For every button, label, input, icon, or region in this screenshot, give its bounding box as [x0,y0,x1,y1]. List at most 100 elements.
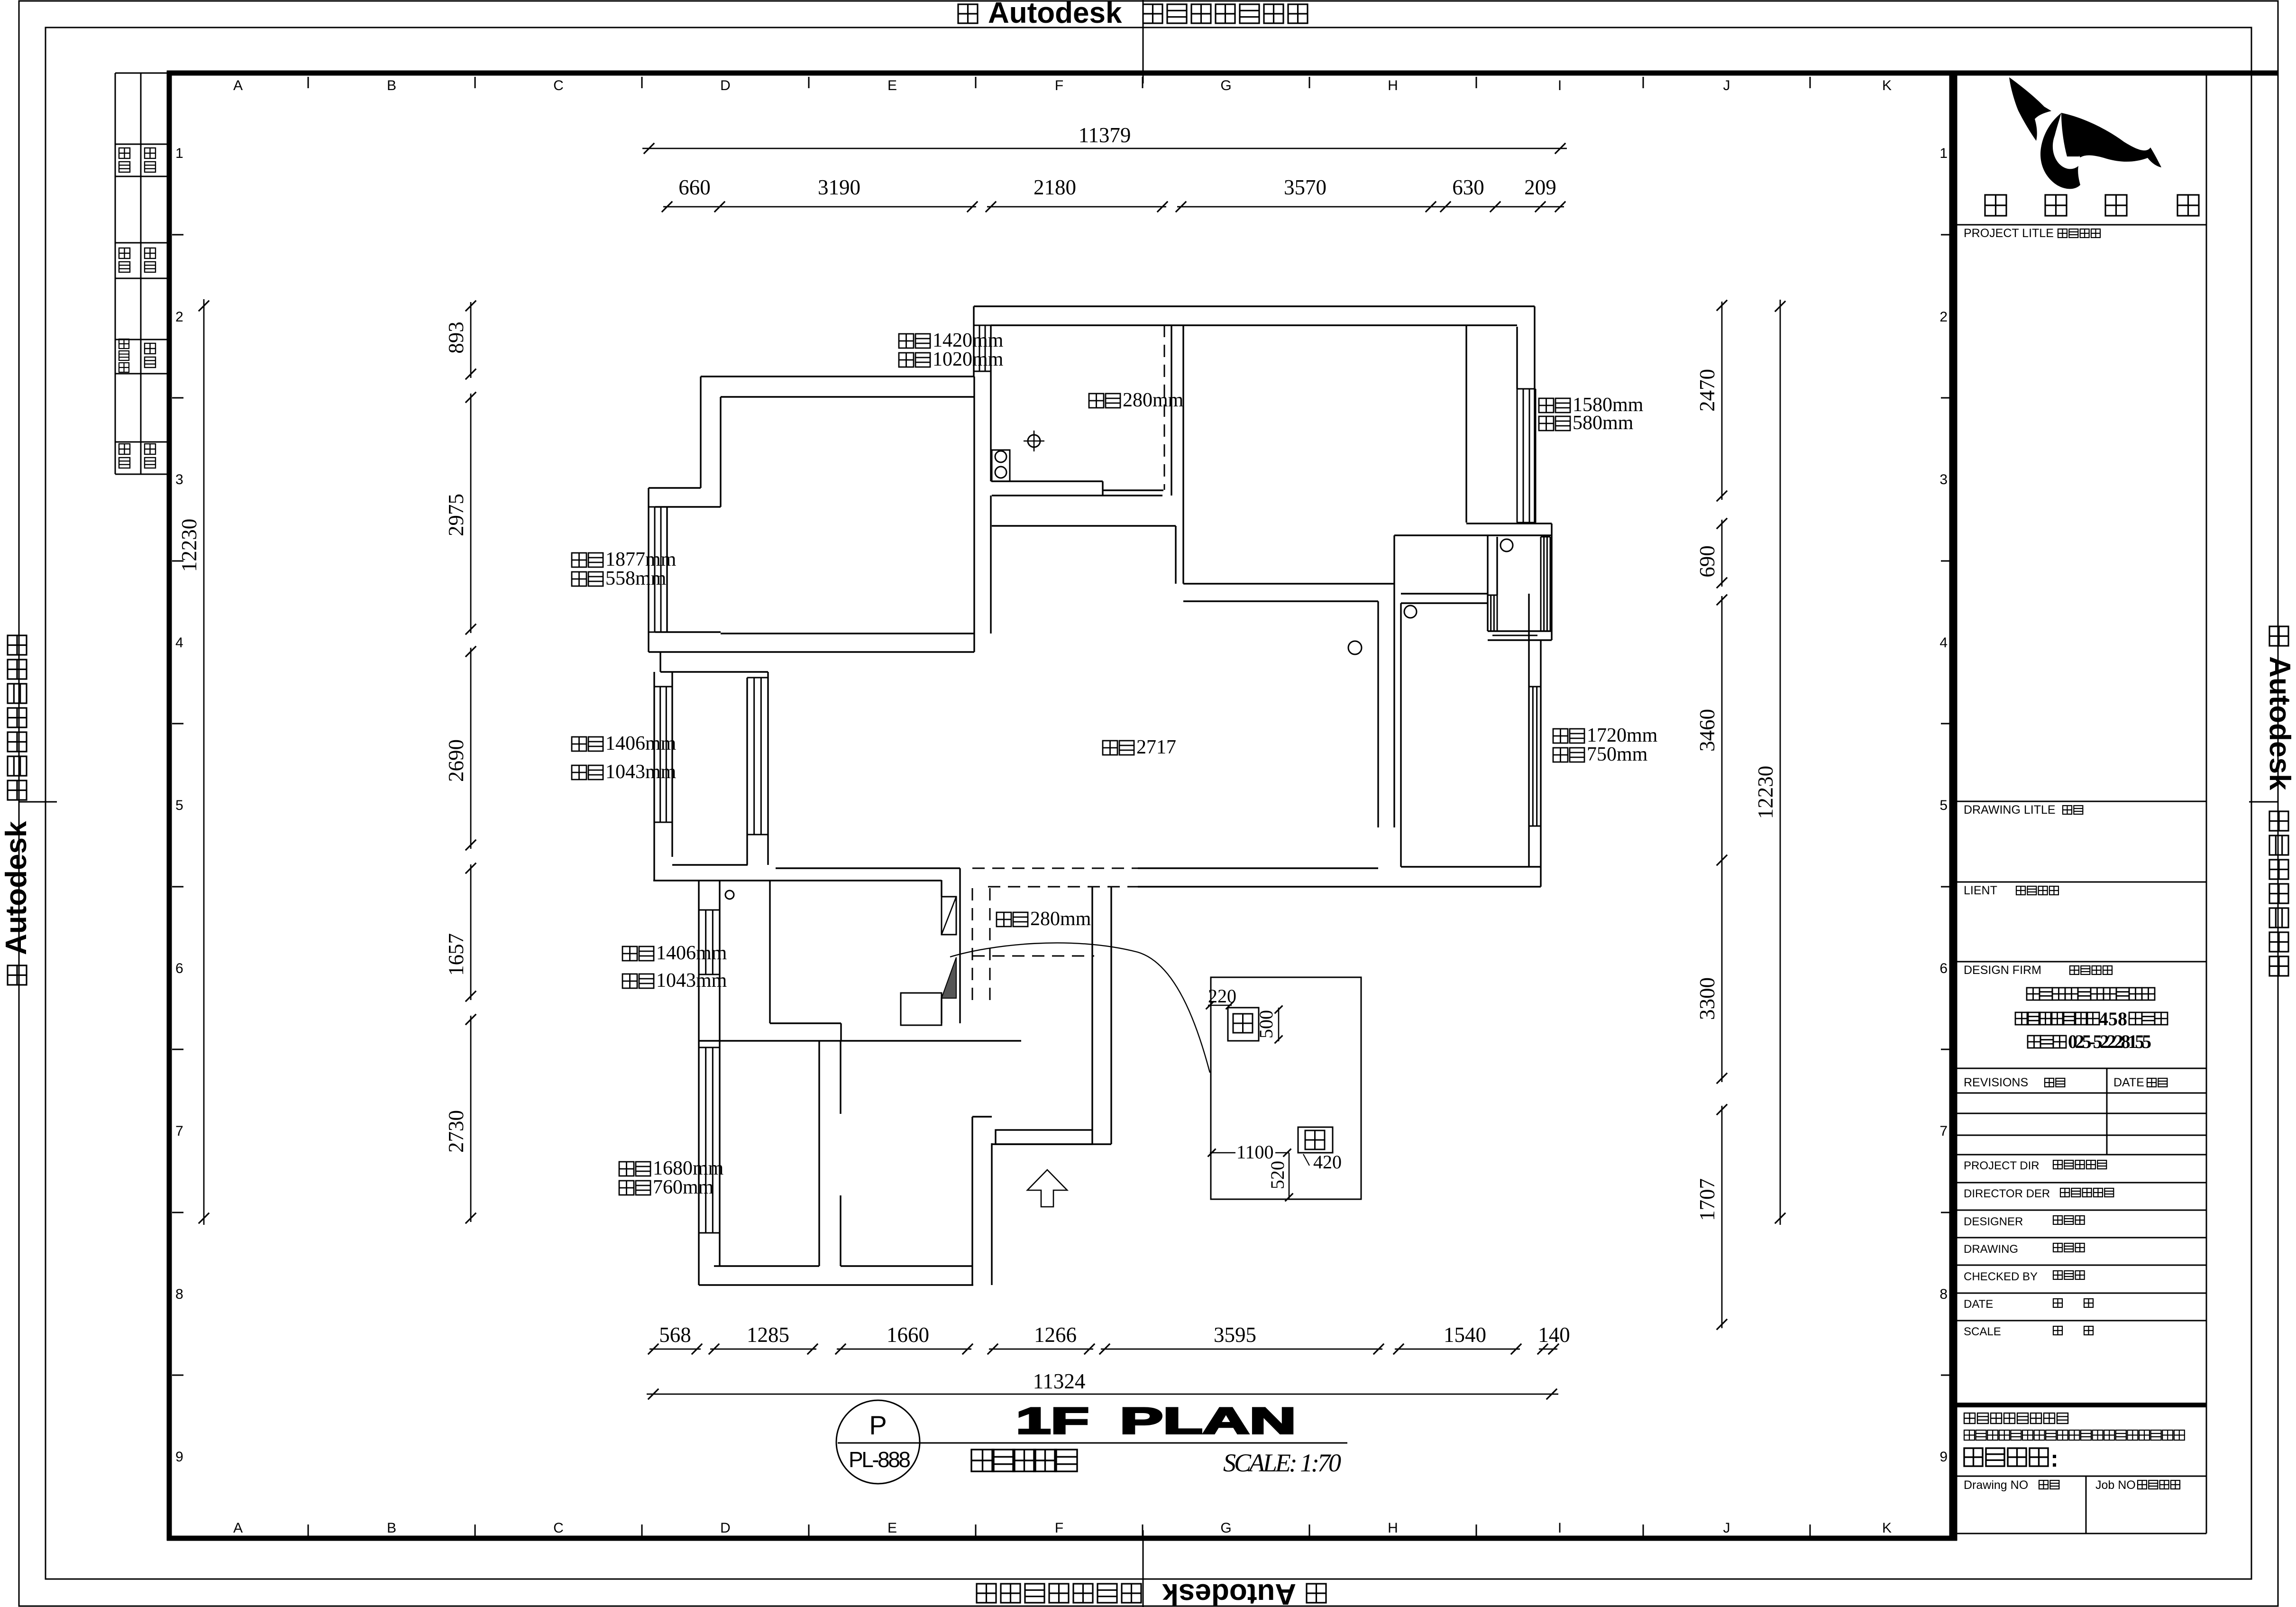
svg-text:1F: 1F [1016,1400,1089,1442]
svg-text:C: C [553,1520,564,1536]
svg-text:PROJECT LITLE: PROJECT LITLE [1964,227,2054,240]
svg-text:G: G [1220,1520,1231,1536]
svg-text:1285: 1285 [747,1323,789,1347]
svg-text:1020mm: 1020mm [933,349,1004,370]
svg-text:1266: 1266 [1034,1323,1077,1347]
svg-text:D: D [720,1520,731,1536]
svg-text:630: 630 [1452,175,1484,199]
svg-text:520: 520 [1267,1161,1288,1189]
svg-text:3460: 3460 [1695,709,1719,752]
svg-text:11379: 11379 [1079,123,1131,147]
svg-text:Autodesk: Autodesk [1162,1578,1296,1607]
svg-text:1043mm: 1043mm [656,970,727,992]
svg-text:A: A [233,1520,243,1536]
svg-text:1720mm: 1720mm [1587,725,1658,746]
svg-text:Job NO: Job NO [2095,1478,2136,1492]
svg-text:Autodesk: Autodesk [2263,656,2296,790]
svg-text:8: 8 [1939,1286,1948,1302]
svg-text:Autodesk: Autodesk [988,0,1122,29]
svg-text:2: 2 [1939,309,1948,325]
svg-text:H: H [1388,78,1398,93]
svg-text:P: P [869,1410,887,1440]
svg-text:1657: 1657 [444,933,468,976]
svg-text:1406mm: 1406mm [656,942,727,964]
svg-text:CHECKED BY: CHECKED BY [1964,1270,2038,1283]
svg-text:5: 5 [175,798,183,813]
svg-text:9: 9 [175,1449,183,1465]
svg-text:SCALE: SCALE [1964,1325,2001,1338]
svg-text:E: E [887,78,897,93]
svg-text:6: 6 [1939,961,1948,976]
svg-text:750mm: 750mm [1587,744,1648,765]
svg-text:12230: 12230 [1754,766,1777,819]
svg-text:H: H [1388,1520,1398,1536]
svg-text:8: 8 [175,1286,183,1302]
svg-text:Autodesk: Autodesk [0,821,33,955]
svg-text:1877mm: 1877mm [605,549,677,570]
svg-text:9: 9 [1939,1449,1948,1465]
svg-text:1043mm: 1043mm [605,761,677,783]
svg-text:B: B [387,78,396,93]
svg-text:DATE: DATE [1964,1298,1993,1311]
svg-text:1540: 1540 [1444,1323,1486,1347]
svg-text:1707: 1707 [1695,1178,1719,1221]
svg-text:DATE: DATE [2113,1076,2144,1089]
svg-text:2180: 2180 [1034,175,1076,199]
svg-text:12230: 12230 [177,519,201,572]
svg-text:DRAWING LITLE: DRAWING LITLE [1964,803,2056,817]
svg-text:2975: 2975 [444,494,468,536]
svg-text:K: K [1882,1520,1892,1536]
svg-text:660: 660 [678,175,711,199]
svg-text:2690: 2690 [444,739,468,782]
svg-text:140: 140 [1538,1323,1570,1347]
svg-text:420: 420 [1313,1151,1342,1173]
svg-text:7: 7 [175,1123,183,1139]
svg-text:J: J [1723,78,1730,93]
svg-text:DESIGNER: DESIGNER [1964,1215,2023,1228]
svg-text:3: 3 [175,472,183,487]
svg-text:3570: 3570 [1284,175,1326,199]
svg-text:1580mm: 1580mm [1573,394,1644,416]
svg-text:760mm: 760mm [653,1176,714,1198]
svg-text:3595: 3595 [1214,1323,1256,1347]
svg-text:REVISIONS: REVISIONS [1964,1076,2028,1089]
svg-text:LIENT: LIENT [1964,884,1997,897]
svg-text:1: 1 [175,146,183,161]
svg-text:1406mm: 1406mm [605,733,677,754]
svg-text:568: 568 [659,1323,691,1347]
svg-text:209: 209 [1524,175,1556,199]
svg-text:6: 6 [175,961,183,976]
svg-text:458: 458 [2099,1008,2127,1029]
svg-text:F: F [1055,78,1063,93]
svg-text:A: A [233,78,243,93]
svg-text:K: K [1882,78,1892,93]
svg-text:1100: 1100 [1236,1141,1274,1163]
svg-text:I: I [1558,1520,1562,1536]
svg-text:PL-888: PL-888 [849,1447,911,1472]
svg-text:558mm: 558mm [605,568,667,589]
svg-text:F: F [1055,1520,1063,1536]
svg-text:1420mm: 1420mm [933,330,1004,351]
svg-text:580mm: 580mm [1573,412,1634,434]
svg-text:7: 7 [1939,1123,1948,1139]
svg-text:DRAWING: DRAWING [1964,1243,2018,1256]
svg-text:Drawing NO: Drawing NO [1964,1478,2028,1492]
svg-text:025-52228155: 025-52228155 [2068,1031,2151,1052]
svg-text:690: 690 [1695,545,1719,578]
svg-text:3300: 3300 [1695,977,1719,1020]
svg-text:C: C [553,78,564,93]
svg-text:5: 5 [1939,798,1948,813]
svg-text:SCALE: 1:70: SCALE: 1:70 [1223,1449,1341,1477]
svg-text:J: J [1723,1520,1730,1536]
svg-text:2470: 2470 [1695,369,1719,412]
svg-text:D: D [720,78,731,93]
svg-text:DESIGN FIRM: DESIGN FIRM [1964,964,2041,977]
svg-text:1680mm: 1680mm [653,1157,724,1179]
svg-text:11324: 11324 [1033,1369,1086,1393]
svg-text:500: 500 [1255,1010,1277,1038]
svg-text:DIRECTOR DER: DIRECTOR DER [1964,1187,2050,1200]
svg-text:2717: 2717 [1136,736,1176,758]
svg-text:2730: 2730 [444,1110,468,1153]
svg-text:3: 3 [1939,472,1948,487]
svg-text:1: 1 [1939,146,1948,161]
